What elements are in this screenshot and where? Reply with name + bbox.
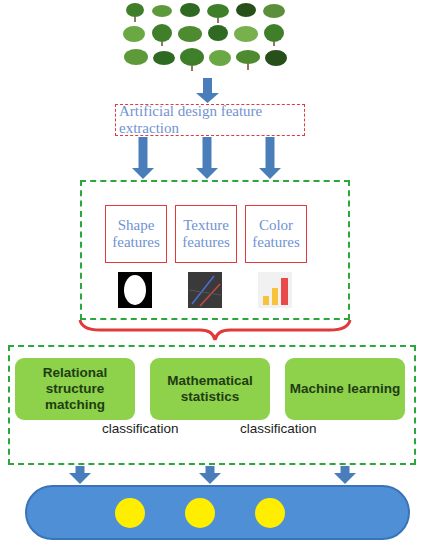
feature-box: Color features — [245, 205, 307, 263]
feature-group: Shape features Texture features Color feat… — [80, 180, 350, 320]
result-bar — [25, 485, 410, 540]
method-box: Mathematical statistics — [150, 358, 270, 420]
arrow-head — [259, 168, 281, 179]
arrow-head — [199, 473, 221, 484]
feature-box: Shape features — [105, 205, 167, 263]
yellow-dot — [185, 498, 215, 528]
arrow-head — [334, 473, 356, 484]
node-label: Artificial design feature extraction — [116, 103, 304, 137]
block-arrow — [259, 137, 281, 179]
method-box: Machine learning — [285, 358, 405, 420]
block-arrow — [199, 466, 221, 484]
arrow-shaft — [203, 137, 212, 169]
input-arrow — [196, 78, 219, 103]
edge-note: classification — [102, 421, 179, 437]
arrow-shaft — [76, 466, 85, 474]
texture-icon — [188, 272, 222, 308]
method-box: Relational structure matching — [15, 358, 135, 420]
arrow-shaft — [139, 137, 148, 169]
method-group: classification classification Relational s… — [8, 345, 416, 465]
shape-icon — [118, 272, 152, 308]
color-icon — [258, 272, 292, 308]
yellow-dot — [255, 498, 285, 528]
feature-box: Texture features — [175, 205, 237, 263]
node-label: Shape features — [106, 217, 166, 251]
extraction-box: Artificial design feature extraction — [115, 104, 305, 136]
edge-note: classification — [240, 421, 317, 437]
node-label: Machine learning — [287, 381, 403, 397]
block-arrow — [132, 137, 154, 179]
arrow-shaft — [341, 466, 350, 474]
arrow-head — [69, 473, 91, 484]
block-arrow — [69, 466, 91, 484]
block-arrow — [334, 466, 356, 484]
tree-illustration — [123, 0, 292, 76]
node-label: Texture features — [176, 217, 236, 251]
node-label: Relational structure matching — [15, 365, 135, 413]
arrow-shaft — [266, 137, 275, 169]
node-label: Mathematical statistics — [150, 373, 270, 405]
arrow-head — [132, 168, 154, 179]
arrow-shaft — [206, 466, 215, 474]
node-label: Color features — [246, 217, 306, 251]
yellow-dot — [115, 498, 145, 528]
block-arrow — [196, 137, 218, 179]
arrow-head — [196, 168, 218, 179]
red-brace — [80, 320, 350, 340]
